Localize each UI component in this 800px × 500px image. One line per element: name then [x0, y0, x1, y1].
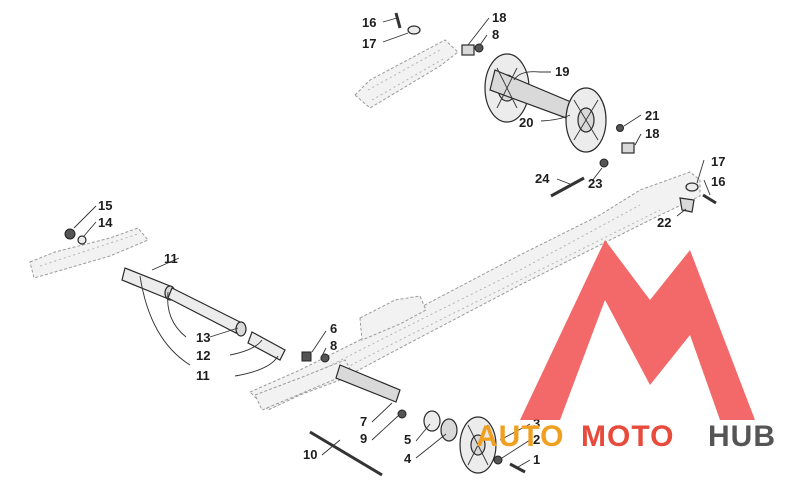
callout-12: 12 [196, 348, 210, 363]
callout-5: 5 [404, 432, 411, 447]
callout-4: 4 [404, 451, 412, 466]
callout-9: 9 [360, 431, 367, 446]
callout-11-lower: 11 [196, 368, 210, 383]
callout-17-right: 17 [711, 154, 725, 169]
callout-10: 10 [303, 447, 317, 462]
washer-23 [599, 158, 609, 168]
callout-14: 14 [98, 215, 113, 230]
leader-lines [73, 17, 711, 468]
washer-14 [77, 235, 87, 245]
bolt-16-right [702, 193, 717, 205]
nut-15 [64, 228, 76, 240]
callout-11-upper: 11 [164, 251, 178, 266]
shaft-12 [167, 287, 241, 334]
sleeve-11-left [121, 267, 171, 299]
bearing-4 [440, 418, 458, 442]
bolt-24 [550, 176, 585, 198]
callout-21: 21 [645, 108, 659, 123]
bolt-6 [301, 351, 312, 362]
callout-17-top: 17 [362, 36, 376, 51]
callout-18-right: 18 [645, 126, 659, 141]
bolt-10 [309, 430, 383, 477]
upper-spacer-18 [461, 44, 475, 56]
bracket-7 [335, 364, 401, 403]
callout-6: 6 [330, 321, 337, 336]
callout-24: 24 [535, 171, 550, 186]
washer-2 [493, 455, 503, 465]
callout-23: 23 [588, 176, 602, 191]
watermark-logo [520, 240, 755, 420]
watermark-auto: AUTO [476, 420, 564, 453]
callout-16-right: 16 [711, 174, 725, 189]
callout-8-top: 8 [492, 27, 499, 42]
watermark-triangle [520, 240, 755, 420]
callout-22: 22 [657, 215, 671, 230]
washer-17-right [685, 182, 699, 192]
callout-18-top: 18 [492, 10, 506, 25]
watermark-hub: HUB [708, 420, 776, 453]
right-spacer-18 [621, 142, 635, 154]
bolt-1 [509, 462, 526, 474]
upper-wheel-assembly [484, 53, 607, 153]
callout-8-lower: 8 [330, 338, 337, 353]
watermark-text: AUTO MOTO HUB [476, 420, 776, 453]
callout-20: 20 [519, 115, 533, 130]
bolt-16-upper [394, 12, 402, 29]
callout-16-top: 16 [362, 15, 376, 30]
callout-13: 13 [196, 330, 210, 345]
callout-15: 15 [98, 198, 112, 213]
sleeve-11-right [247, 331, 286, 361]
watermark-moto: MOTO [581, 420, 674, 453]
nut-9 [397, 409, 407, 419]
callout-3: 3 [533, 416, 540, 431]
nut-21 [616, 124, 624, 132]
callout-2: 2 [533, 432, 540, 447]
callout-19: 19 [555, 64, 569, 79]
cap-22 [679, 197, 695, 213]
nut-8-lower [320, 353, 330, 363]
callout-7: 7 [360, 414, 367, 429]
ring-13 [235, 321, 247, 337]
left-rail-fragment [29, 227, 149, 279]
washer-17-upper [407, 25, 421, 35]
upper-rail-fragment [354, 39, 459, 109]
nut-8-upper [474, 43, 484, 53]
callout-1: 1 [533, 452, 540, 467]
